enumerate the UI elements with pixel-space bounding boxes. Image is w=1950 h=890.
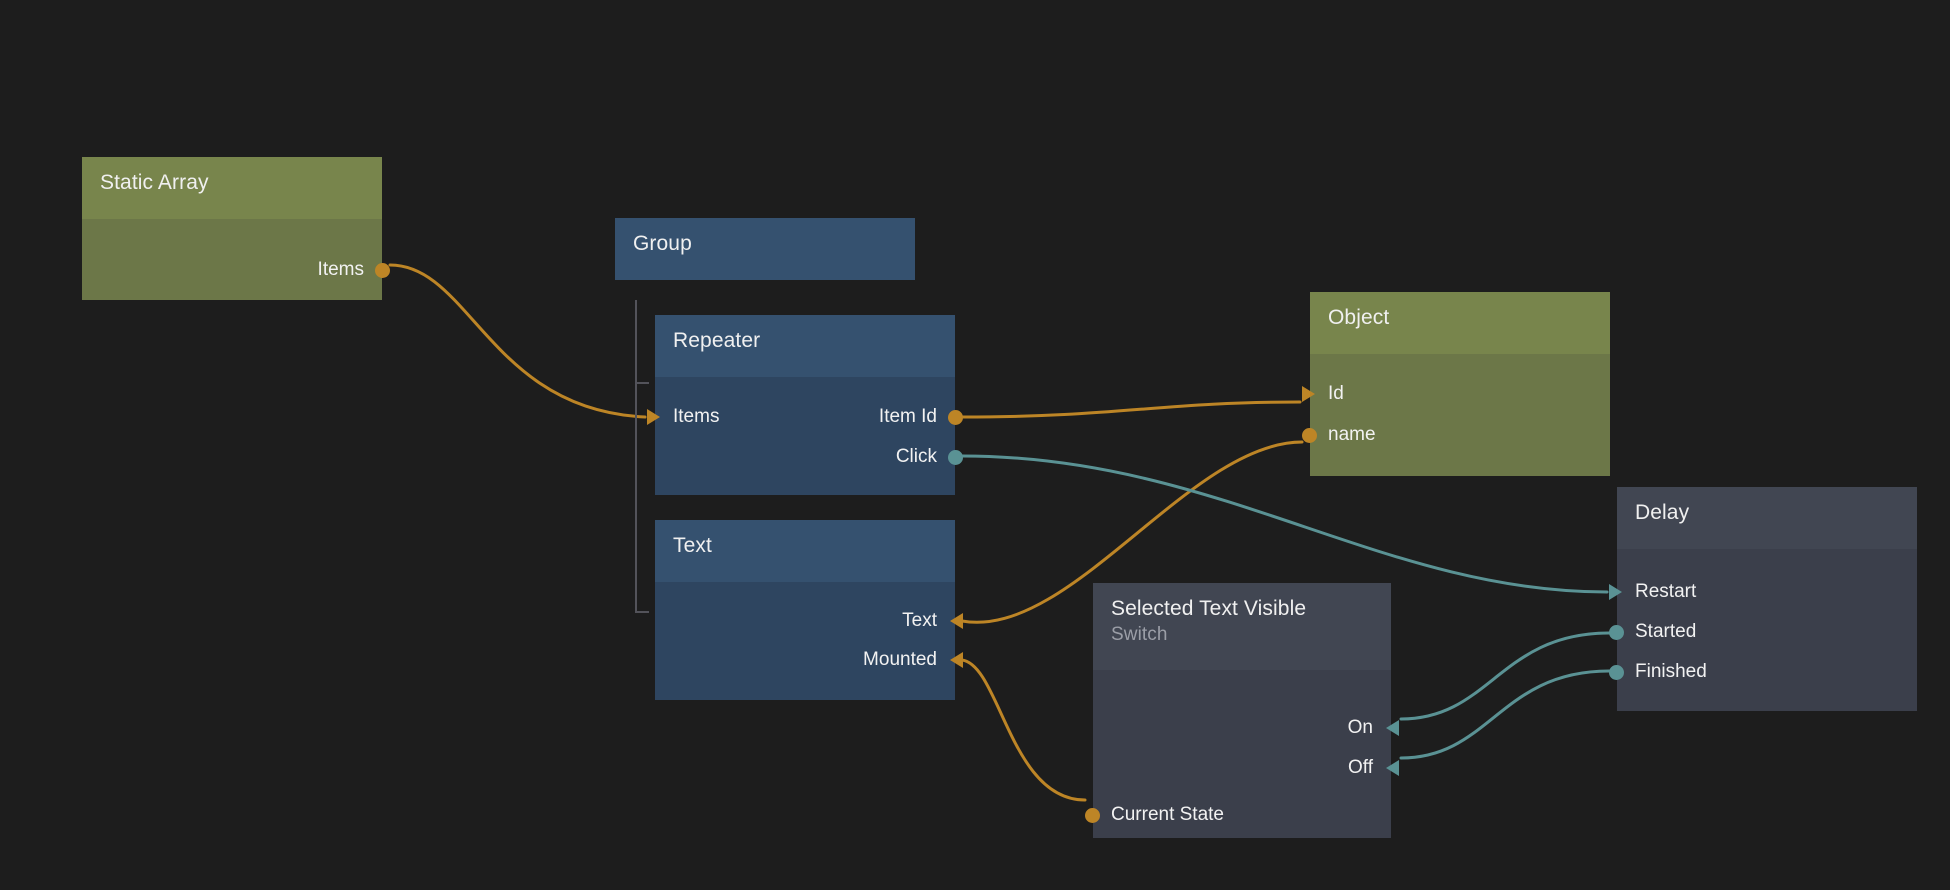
port-label: Restart: [1635, 581, 1697, 602]
node-header-object[interactable]: Object: [1310, 292, 1610, 354]
port-dot-icon[interactable]: [1609, 624, 1624, 640]
node-body-repeater: Items Item Id Click: [647, 377, 963, 495]
port-label: Finished: [1635, 661, 1707, 682]
node-header-static-array[interactable]: Static Array: [82, 157, 382, 219]
port-label: name: [1328, 424, 1376, 445]
port-off[interactable]: Off: [1348, 757, 1399, 779]
guide-vertical-line: [635, 300, 637, 613]
port-label: Items: [317, 259, 364, 280]
port-click[interactable]: Click: [895, 446, 963, 468]
node-title: Repeater: [673, 329, 761, 352]
port-label: Off: [1348, 757, 1373, 778]
node-title: Static Array: [100, 171, 209, 194]
link-static-items-to-repeater-items[interactable]: [388, 263, 647, 419]
node-header-delay[interactable]: Delay: [1617, 487, 1917, 549]
port-label: Text: [902, 610, 937, 631]
port-started[interactable]: Started: [1609, 621, 1697, 643]
port-arrow-icon[interactable]: [1609, 584, 1622, 600]
link-repeater-click-to-delay-restart[interactable]: [960, 454, 1609, 594]
port-label: Current State: [1111, 804, 1224, 825]
node-title: Selected Text Visible: [1111, 597, 1307, 620]
port-name[interactable]: name: [1302, 424, 1376, 446]
node-header-group[interactable]: Group: [615, 218, 915, 280]
node-header-repeater[interactable]: Repeater: [655, 315, 955, 377]
port-dot-icon[interactable]: [1302, 427, 1317, 443]
node-title: Group: [633, 232, 692, 255]
port-arrow-icon[interactable]: [647, 409, 660, 425]
port-current-state[interactable]: Current State: [1085, 804, 1224, 826]
port-dot-icon[interactable]: [948, 409, 963, 425]
group-nesting-guide: [635, 300, 653, 613]
port-label: Started: [1635, 621, 1697, 642]
node-body-static-array: Items: [82, 219, 390, 300]
port-on[interactable]: On: [1347, 717, 1399, 739]
port-label: Items: [673, 406, 720, 427]
port-id[interactable]: Id: [1302, 383, 1344, 405]
port-dot-icon[interactable]: [1609, 664, 1624, 680]
port-finished[interactable]: Finished: [1609, 661, 1707, 683]
port-arrow-icon[interactable]: [1386, 760, 1399, 776]
node-group[interactable]: Group: [615, 218, 915, 280]
node-body-object: Id name: [1302, 354, 1610, 476]
link-delay-started-to-switch-on[interactable]: [1399, 631, 1611, 721]
port-items[interactable]: Items: [647, 406, 720, 428]
port-arrow-icon[interactable]: [1302, 386, 1315, 402]
port-dot-icon[interactable]: [1085, 807, 1100, 823]
port-arrow-icon[interactable]: [950, 613, 963, 629]
node-title: Text: [673, 534, 712, 557]
node-title: Delay: [1635, 501, 1690, 524]
link-switch-currentstate-to-text-mounted[interactable]: [960, 658, 1087, 802]
port-item-id[interactable]: Item Id: [878, 406, 963, 428]
port-arrow-icon[interactable]: [950, 652, 963, 668]
port-dot-icon[interactable]: [948, 449, 963, 465]
port-items[interactable]: Items: [317, 259, 390, 281]
guide-tick-top: [635, 382, 649, 384]
port-label: Item Id: [878, 406, 937, 427]
guide-tick-bottom: [635, 611, 649, 613]
node-subtitle: Switch: [1111, 623, 1168, 645]
port-label: On: [1347, 717, 1373, 738]
node-title: Object: [1328, 306, 1390, 329]
port-text[interactable]: Text: [902, 610, 963, 632]
port-label: Id: [1328, 383, 1344, 404]
port-dot-icon[interactable]: [375, 262, 390, 278]
link-repeater-itemid-to-object-id[interactable]: [960, 400, 1302, 419]
port-label: Mounted: [863, 649, 937, 670]
port-restart[interactable]: Restart: [1609, 581, 1697, 603]
port-arrow-icon[interactable]: [1386, 720, 1399, 736]
port-mounted[interactable]: Mounted: [863, 649, 963, 671]
link-delay-finished-to-switch-off[interactable]: [1399, 669, 1611, 760]
port-label: Click: [895, 446, 937, 467]
node-header-text[interactable]: Text: [655, 520, 955, 582]
